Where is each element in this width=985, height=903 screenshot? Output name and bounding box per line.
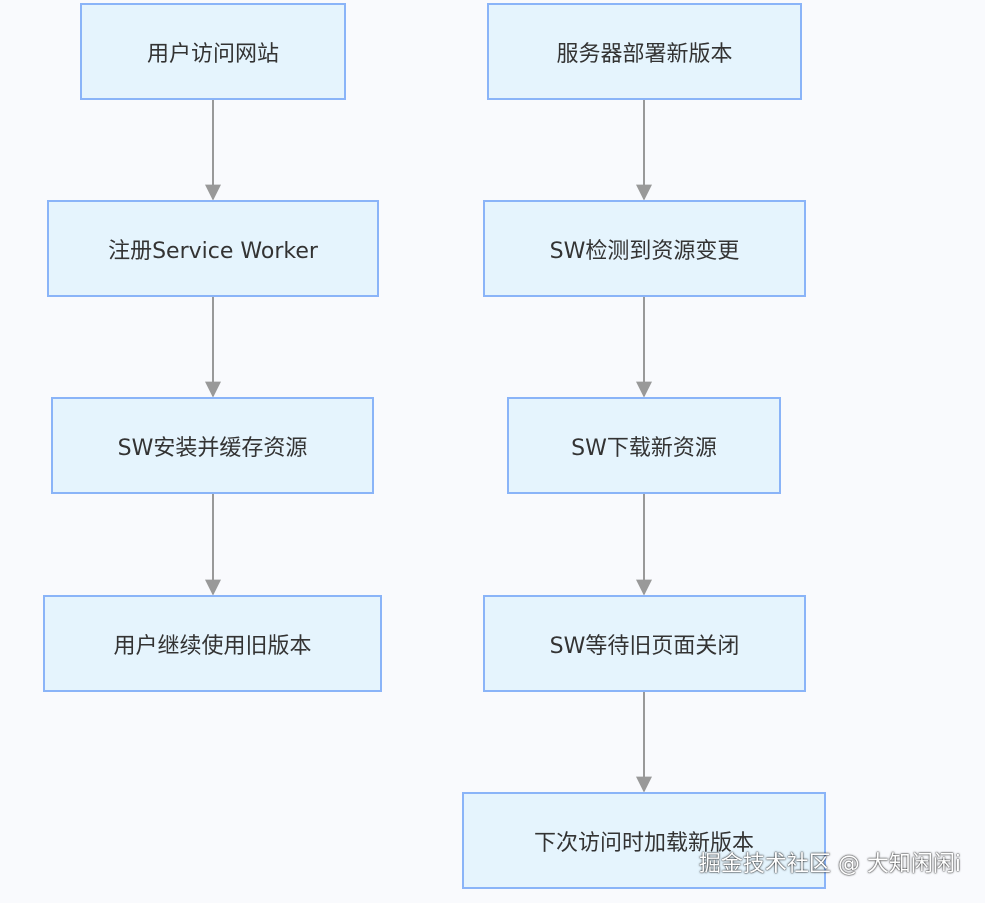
node-user-continues-old-version: 用户继续使用旧版本	[43, 595, 382, 692]
node-label: 服务器部署新版本	[556, 41, 733, 67]
node-label: 用户访问网站	[146, 41, 279, 67]
node-label: 用户继续使用旧版本	[113, 633, 312, 659]
node-server-deploys-new-version: 服务器部署新版本	[487, 3, 802, 100]
node-label: 下次访问时加载新版本	[533, 830, 754, 856]
node-sw-detects-change: SW检测到资源变更	[483, 200, 806, 297]
node-label: SW等待旧页面关闭	[549, 633, 740, 659]
node-sw-waits-old-pages-close: SW等待旧页面关闭	[483, 595, 806, 692]
node-register-service-worker: 注册Service Worker	[47, 200, 379, 297]
node-label: 注册Service Worker	[108, 238, 318, 264]
watermark: 掘金技术社区 @ 大知闲闲i	[698, 852, 961, 877]
node-user-visits-site: 用户访问网站	[80, 3, 346, 100]
node-sw-install-cache: SW安装并缓存资源	[51, 397, 374, 494]
node-next-visit-loads-new-version: 下次访问时加载新版本	[462, 792, 826, 889]
node-label: SW下载新资源	[571, 435, 717, 461]
node-label: SW检测到资源变更	[549, 238, 740, 264]
node-sw-downloads-resources: SW下载新资源	[507, 397, 781, 494]
node-label: SW安装并缓存资源	[117, 435, 308, 461]
